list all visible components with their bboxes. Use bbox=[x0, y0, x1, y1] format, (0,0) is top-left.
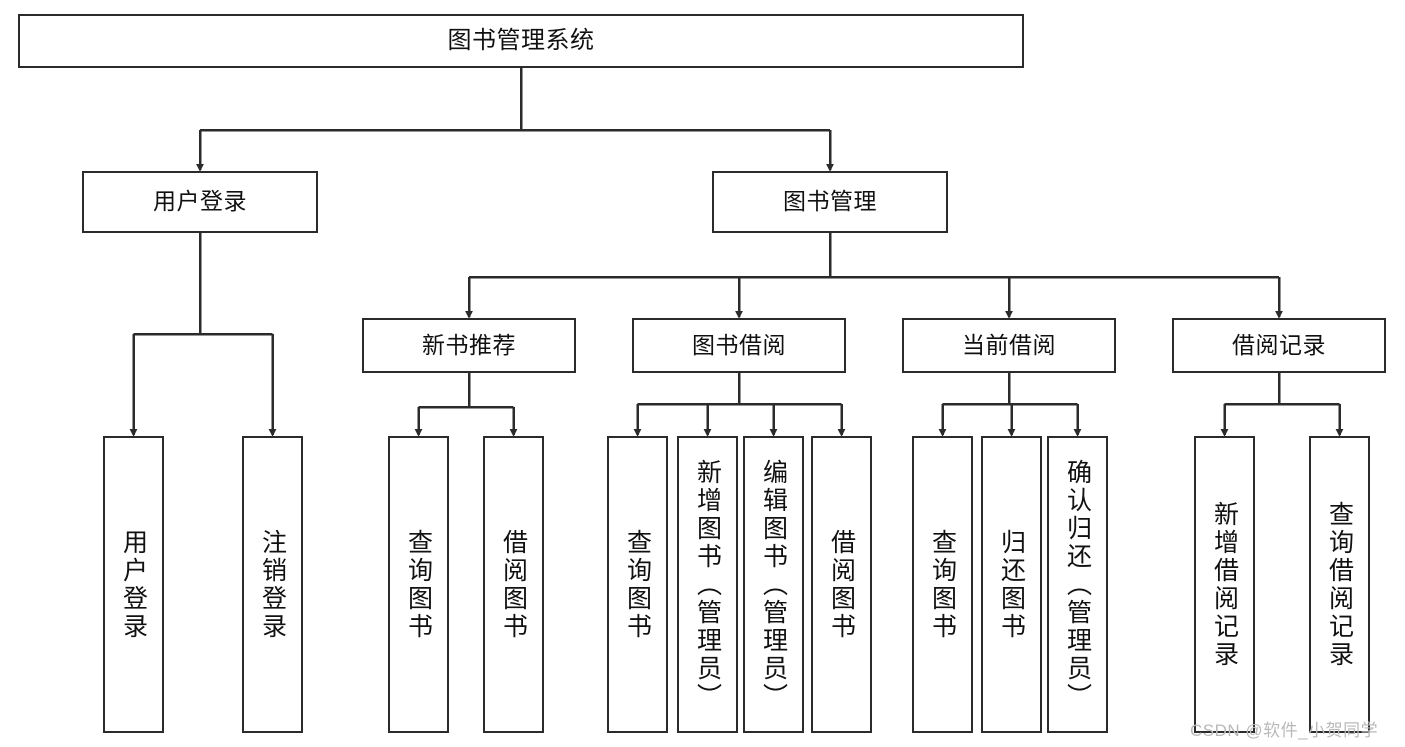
node-label-leaf_12: 查询借阅记录 bbox=[1325, 500, 1354, 669]
node-label-leaf_7: 借阅图书 bbox=[827, 528, 856, 641]
node-l2_1[interactable]: 图书借阅 bbox=[632, 318, 846, 373]
node-label-leaf_4: 查询图书 bbox=[623, 528, 652, 641]
node-label-l2_2: 当前借阅 bbox=[962, 331, 1056, 358]
node-label-l2_0: 新书推荐 bbox=[422, 331, 516, 358]
node-label-leaf_5: 新增图书（管理员） bbox=[693, 458, 722, 711]
node-leaf_1[interactable]: 注销登录 bbox=[242, 436, 303, 733]
watermark-text: CSDN @软件_小贺同学 bbox=[1190, 721, 1379, 740]
node-label-leaf_1: 注销登录 bbox=[258, 528, 287, 641]
node-l2_0[interactable]: 新书推荐 bbox=[362, 318, 576, 373]
node-leaf_9[interactable]: 归还图书 bbox=[981, 436, 1042, 733]
node-label-leaf_6: 编辑图书（管理员） bbox=[759, 458, 788, 711]
node-label-l1_1: 图书管理 bbox=[783, 188, 877, 215]
node-label-leaf_8: 查询图书 bbox=[928, 528, 957, 641]
node-label-leaf_0: 用户登录 bbox=[119, 528, 148, 641]
node-label-l1_0: 用户登录 bbox=[153, 188, 247, 215]
node-leaf_8[interactable]: 查询图书 bbox=[912, 436, 973, 733]
node-leaf_4[interactable]: 查询图书 bbox=[607, 436, 668, 733]
node-root[interactable]: 图书管理系统 bbox=[18, 14, 1024, 68]
node-label-leaf_9: 归还图书 bbox=[997, 528, 1026, 641]
node-leaf_11[interactable]: 新增借阅记录 bbox=[1194, 436, 1255, 733]
node-leaf_10[interactable]: 确认归还（管理员） bbox=[1047, 436, 1108, 733]
node-label-leaf_3: 借阅图书 bbox=[499, 528, 528, 641]
node-l2_2[interactable]: 当前借阅 bbox=[902, 318, 1116, 373]
node-leaf_0[interactable]: 用户登录 bbox=[103, 436, 164, 733]
node-label-leaf_2: 查询图书 bbox=[404, 528, 433, 641]
node-l2_3[interactable]: 借阅记录 bbox=[1172, 318, 1386, 373]
node-leaf_6[interactable]: 编辑图书（管理员） bbox=[743, 436, 804, 733]
node-label-l2_1: 图书借阅 bbox=[692, 331, 786, 358]
node-leaf_3[interactable]: 借阅图书 bbox=[483, 436, 544, 733]
node-leaf_12[interactable]: 查询借阅记录 bbox=[1309, 436, 1370, 733]
node-label-leaf_10: 确认归还（管理员） bbox=[1063, 458, 1092, 711]
node-leaf_5[interactable]: 新增图书（管理员） bbox=[677, 436, 738, 733]
node-label-leaf_11: 新增借阅记录 bbox=[1210, 500, 1239, 669]
node-leaf_7[interactable]: 借阅图书 bbox=[811, 436, 872, 733]
node-label-l2_3: 借阅记录 bbox=[1232, 331, 1326, 358]
node-leaf_2[interactable]: 查询图书 bbox=[388, 436, 449, 733]
node-l1_0[interactable]: 用户登录 bbox=[82, 171, 318, 233]
node-l1_1[interactable]: 图书管理 bbox=[712, 171, 948, 233]
node-label-root: 图书管理系统 bbox=[447, 26, 595, 54]
